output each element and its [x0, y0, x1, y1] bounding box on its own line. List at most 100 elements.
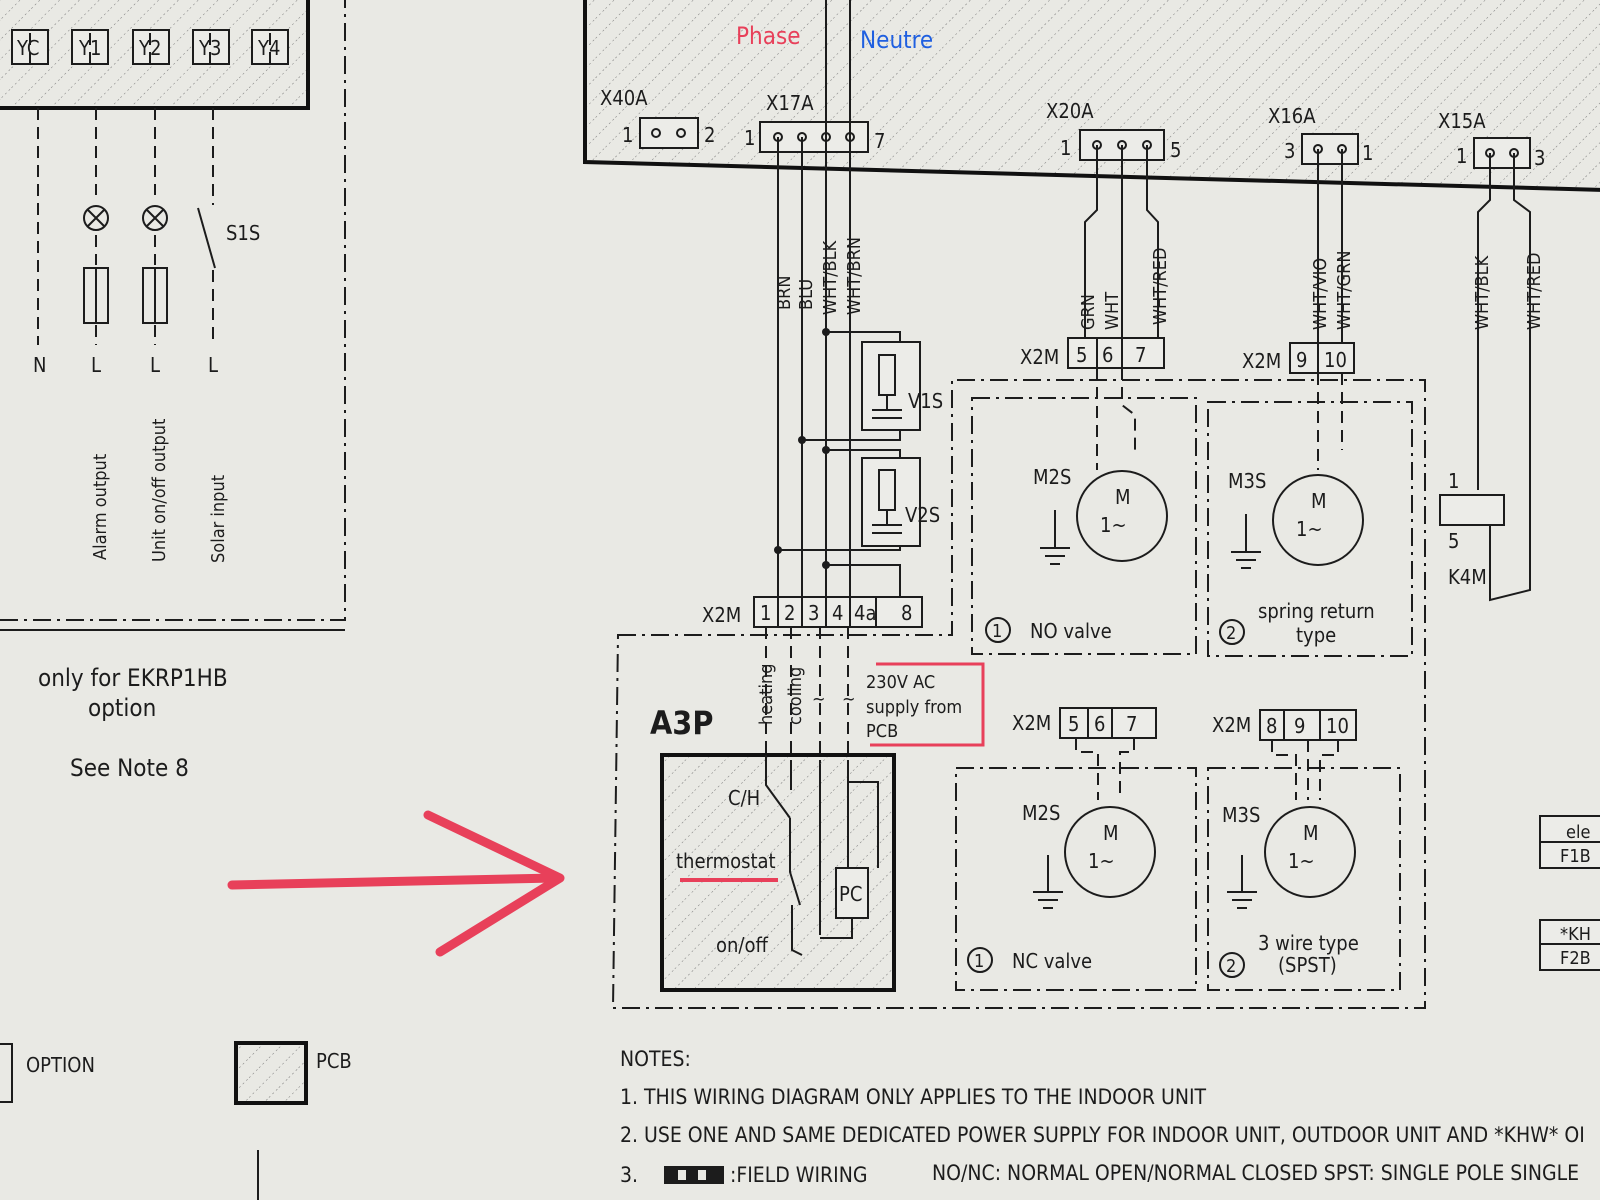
three-wire-line1: 3 wire type: [1258, 931, 1359, 955]
motor-icon-3: [1064, 806, 1156, 898]
motor-phase-2: 1~: [1296, 517, 1323, 541]
wire-blu: BLU: [796, 279, 817, 310]
x2m-main-strip: X2M 1 2 3 4 4a 8: [702, 596, 923, 628]
v2s-label: V2S: [905, 503, 940, 527]
callout-bracket: [870, 662, 985, 747]
alarm-lamp-icon: [83, 205, 109, 231]
solar-input-label: Solar input: [208, 475, 229, 563]
line-l3: L: [208, 353, 218, 377]
nc-valve-label: NC valve: [1012, 949, 1092, 973]
motor-phase-4: 1~: [1288, 849, 1315, 873]
motor-icon-4: [1264, 806, 1356, 898]
x15a-pin-right: 3: [1534, 146, 1545, 170]
x2m-t3: 3: [808, 601, 819, 625]
x16a-wiring: WHT/VIO WHT/GRN X2M 9 10: [1242, 149, 1355, 374]
x15a-wiring: WHT/BLK WHT/RED 1 5 K4M: [1439, 153, 1545, 602]
pcb-legend-icon: [234, 1041, 308, 1105]
wire-wht-red: WHT/RED: [1150, 248, 1171, 326]
unit-output-label: Unit on/off output: [149, 419, 170, 562]
a3p-cooling: cooling: [785, 667, 806, 725]
x16a-pin-right: 1: [1362, 141, 1373, 165]
terminal-y1-label: Y1: [78, 36, 101, 60]
motor-symbol-2: M: [1311, 489, 1327, 513]
option-note-line3: See Note 8: [70, 754, 189, 782]
notes-title: NOTES:: [620, 1047, 691, 1071]
wire-wht-brn: WHT/BRN: [844, 237, 865, 315]
top-left-pcb: YC Y1 Y2 Y3 Y4: [0, 0, 310, 110]
right-f1b: F1B: [1560, 846, 1591, 867]
field-wiring-icon: [664, 1166, 724, 1184]
terminal-y3-label: Y3: [198, 36, 221, 60]
k4m-relay: [1439, 494, 1505, 526]
ground-icon-3: [1033, 855, 1063, 909]
main-pcb: Phase Neutre X40A 1 2 X17A 1 7 X20A 1 5 …: [583, 0, 1600, 192]
spring-line2: type: [1296, 623, 1336, 647]
no-valve-num: 1: [992, 621, 1002, 642]
thermostat-label: thermostat: [676, 849, 776, 873]
x2m-t2: 2: [784, 601, 795, 625]
x20a-wiring: GRN WHT WHT/RED X2M 5 6 7: [1020, 145, 1171, 369]
x17a-connector: [759, 121, 869, 153]
right-kh: *KH: [1560, 924, 1591, 945]
option-note-line1: only for EKRP1HB: [38, 664, 228, 692]
v2s-varistor: [861, 457, 921, 547]
note-2: 2. USE ONE AND SAME DEDICATED POWER SUPP…: [620, 1123, 1585, 1147]
x20a-pin-left: 1: [1060, 136, 1071, 160]
three-wire-num: 2: [1226, 956, 1236, 977]
motor-symbol-3: M: [1103, 821, 1119, 845]
x2m-t6: 6: [1102, 343, 1113, 367]
alarm-output-label: Alarm output: [90, 454, 111, 560]
right-edge-boxes: ele F1B *KH F2B: [1539, 815, 1600, 971]
x2m-t8: 8: [901, 601, 912, 625]
right-f2b: F2B: [1560, 948, 1591, 969]
neutre-label: Neutre: [860, 26, 933, 54]
spring-motor: M3S: [1228, 469, 1266, 493]
onoff-label: on/off: [716, 933, 768, 957]
x17a-label: X17A: [766, 91, 814, 115]
v1s-varistor: [861, 341, 921, 431]
pc-label: PC: [839, 882, 862, 906]
unit-lamp-icon: [142, 205, 168, 231]
a3p-label: A3P: [650, 704, 713, 742]
ground-icon-4: [1227, 855, 1257, 909]
no-valve-label: NO valve: [1030, 619, 1112, 643]
switch-label: S1S: [226, 221, 260, 245]
ch-label: C/H: [728, 786, 760, 810]
three-wire-box: X2M 8 9 10 M 1~ M3S 2 3 wire type (SPST): [1207, 709, 1401, 991]
x17a-wiring: BRN BLU WHT/BLK WHT/BRN V1S V2S: [774, 0, 943, 610]
nc-valve-num: 1: [974, 951, 984, 972]
x2m-nc-t6: 6: [1094, 712, 1105, 736]
v1s-label: V1S: [908, 389, 943, 413]
x2m-3w-t8: 8: [1266, 714, 1277, 738]
pc-component: [835, 867, 869, 919]
x2m-567-label: X2M: [1020, 345, 1059, 369]
x17a-pin-left: 1: [744, 126, 755, 150]
x40a-label: X40A: [600, 86, 648, 110]
x2m-t5: 5: [1076, 343, 1087, 367]
notes: NOTES: 1. THIS WIRING DIAGRAM ONLY APPLI…: [620, 1047, 1585, 1187]
three-wire-line2: (SPST): [1278, 953, 1337, 977]
wire-grn: GRN: [1078, 294, 1099, 330]
motor-symbol-4: M: [1303, 821, 1319, 845]
x2m-3w-t9: 9: [1294, 714, 1305, 738]
a3p-heating: heating: [756, 663, 777, 725]
a3p-option: A3P heating cooling ~ ~ 230V AC supply f…: [611, 379, 1426, 1009]
note-3-field: :FIELD WIRING: [730, 1163, 868, 1187]
spring-line1: spring return: [1258, 599, 1375, 623]
x15a-connector: [1473, 137, 1531, 169]
note-3-num: 3.: [620, 1163, 638, 1187]
legend: OPTION PCB: [0, 1041, 352, 1200]
red-arrow-icon: [227, 810, 565, 957]
x2m-3w-t10: 10: [1326, 714, 1349, 738]
left-output-lines: S1S N L L L Alarm output Unit on/off out…: [0, 0, 346, 631]
note-3-rest: NO/NC: NORMAL OPEN/NORMAL CLOSED SPST: S…: [932, 1161, 1579, 1185]
x2m-t1: 1: [760, 601, 771, 625]
callout-line1: 230V AC: [866, 672, 935, 693]
motor-icon: [1076, 470, 1168, 562]
nc-valve-motor: M2S: [1022, 801, 1060, 825]
x2m-t4: 4: [832, 601, 843, 625]
line-n: N: [33, 353, 46, 377]
ground-icon: [1040, 510, 1070, 565]
motor-icon-2: [1272, 474, 1364, 566]
line-l2: L: [150, 353, 160, 377]
